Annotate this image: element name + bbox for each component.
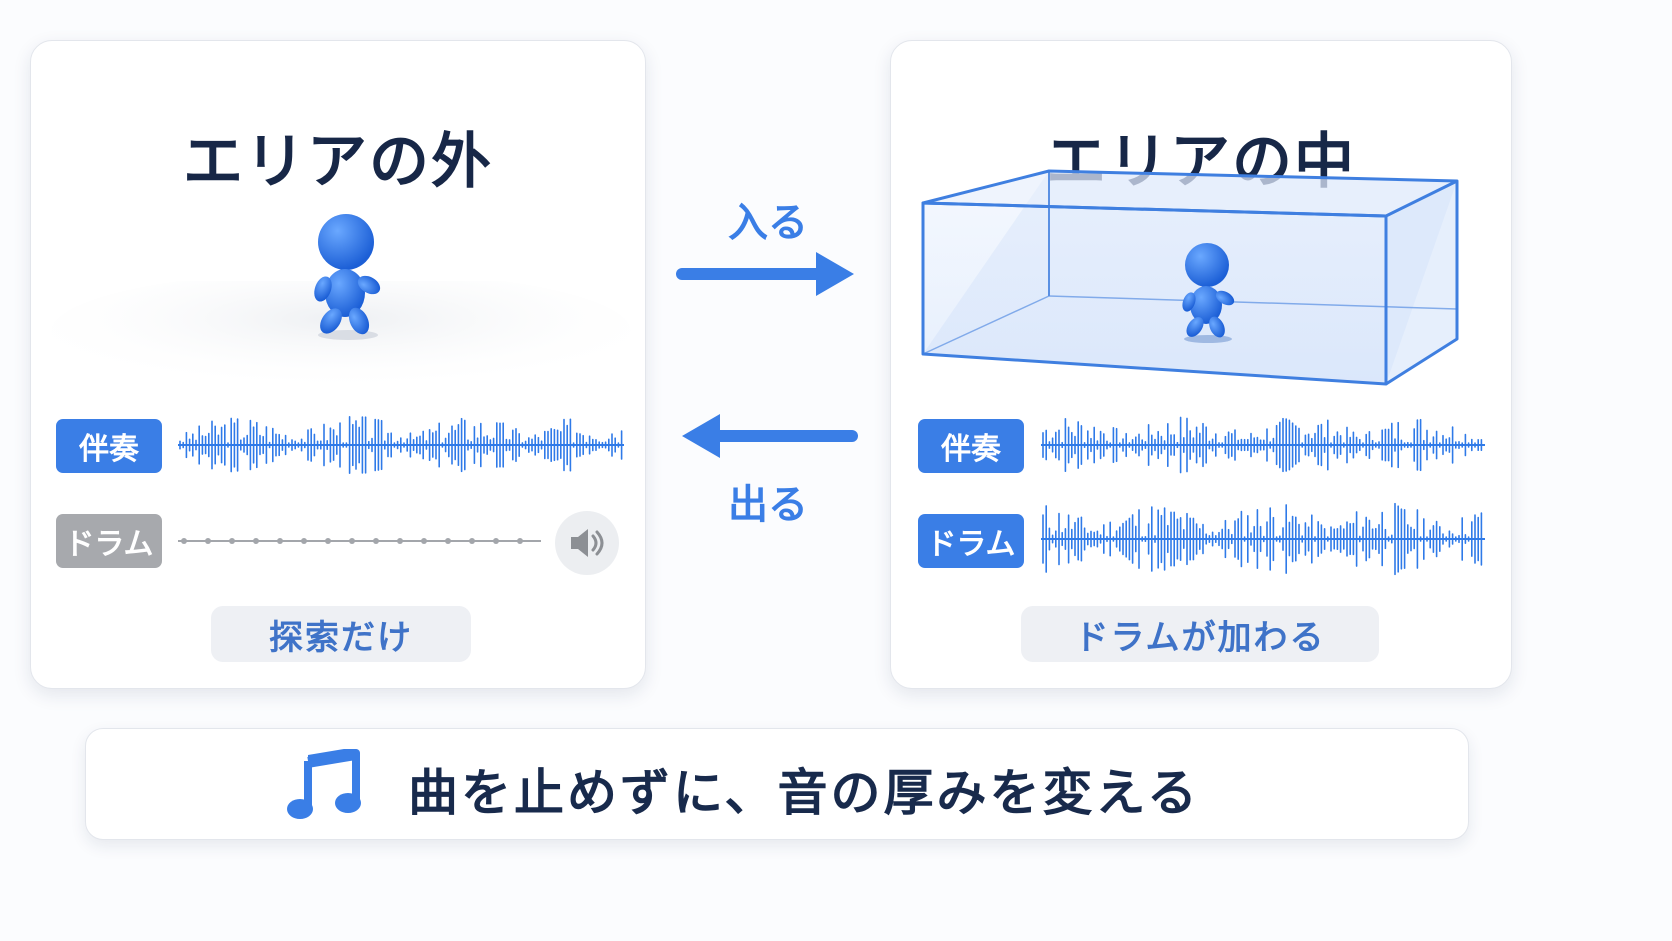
track-tag-drums: ドラム (918, 514, 1024, 568)
transparent-box-icon (921, 169, 1459, 386)
waveform-accompaniment (178, 416, 624, 474)
caption-explore-only: 探索だけ (211, 606, 471, 662)
speaker-icon (571, 529, 604, 557)
panel-title-outside: エリアの外 (183, 127, 493, 197)
summary-banner: 曲を止めずに、音の厚みを変える (85, 728, 1469, 840)
arrow-right-icon (676, 252, 854, 296)
music-note-icon (287, 749, 361, 819)
waveform-accompaniment (1041, 416, 1485, 474)
track-tag-accompaniment: 伴奏 (918, 419, 1024, 473)
panel-outside-area: エリアの外 伴奏 ドラム (30, 40, 646, 689)
arrow-left-icon (682, 414, 858, 458)
speaker-button[interactable] (555, 511, 619, 575)
panel-inside-area: エリアの中 (890, 40, 1512, 689)
enter-label: 入る (728, 200, 808, 246)
waveform-drums (1041, 502, 1485, 576)
walking-figure-icon (314, 214, 381, 340)
banner-text: 曲を止めずに、音の厚みを変える (408, 764, 1200, 822)
exit-label: 出る (728, 482, 808, 528)
track-tag-accompaniment: 伴奏 (56, 419, 162, 473)
waveform-silent (178, 538, 541, 544)
track-tag-drums-muted: ドラム (56, 514, 162, 568)
caption-drums-added: ドラムが加わる (1021, 606, 1379, 662)
